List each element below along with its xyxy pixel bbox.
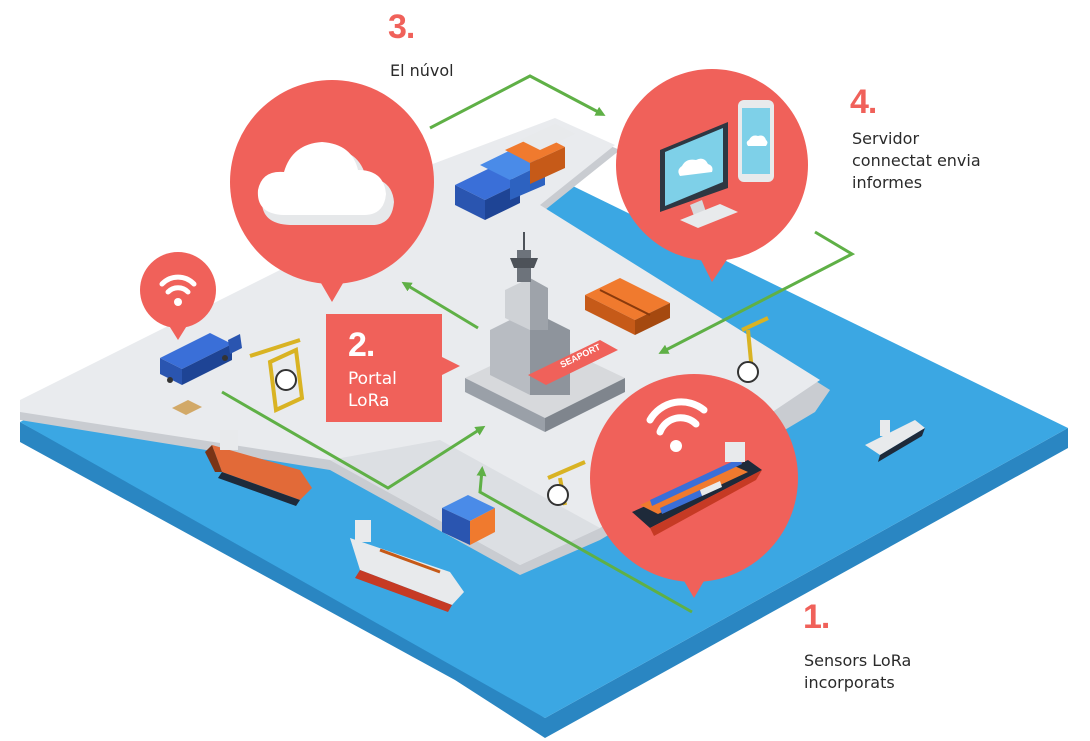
monitor-icon: [660, 122, 738, 228]
step-1-label-line2: incorporats: [804, 673, 895, 692]
portal-lora-card: 2. Portal LoRa: [326, 314, 442, 422]
arrow-sensor-to-gateway-2: [221, 390, 486, 490]
container-stack-right: [585, 278, 670, 335]
step-4-label-line2: connectat envia: [852, 151, 981, 170]
ship-icon-cargo: [350, 520, 464, 612]
callout-ship-sensor: [590, 374, 798, 598]
crane-icon-2: [737, 316, 769, 383]
phone-icon: [738, 100, 774, 182]
step-1-label-block: Sensors LoRa incorporats: [804, 650, 911, 694]
cloud-icon: [257, 142, 394, 226]
arrow-gateway-to-cloud: [401, 281, 479, 330]
step-4-label-block: Servidor connectat envia informes: [852, 128, 981, 194]
callout-truck-sensor: [140, 252, 216, 340]
ship-icon-small: [865, 420, 925, 462]
truck-icon: [160, 333, 242, 385]
wifi-icon-large: [646, 398, 708, 452]
callout-devices: [616, 69, 808, 282]
arrow-server-to-port: [658, 230, 856, 354]
portal-box: [326, 314, 442, 422]
arrow-cloud-to-server: [429, 74, 606, 130]
container-ship-icon: [632, 442, 762, 536]
pallet-icon: [172, 400, 202, 415]
callout-cloud: [230, 80, 434, 302]
step-2-label-line1: Portal: [348, 369, 397, 389]
step-4-label-line1: Servidor: [852, 129, 920, 148]
step-1-label-line1: Sensors LoRa: [804, 651, 912, 670]
step-3-label: El núvol: [390, 61, 454, 80]
arrow-sensor-to-gateway-1: [476, 466, 693, 614]
step-2-label-block: Portal LoRa: [348, 368, 397, 412]
portal-box-pointer: [440, 356, 460, 376]
step-4-label-line3: informes: [852, 173, 923, 192]
building-icon: SEAPORT: [465, 232, 625, 432]
ship-icon-tanker: [205, 430, 312, 506]
step-2-label-line2: LoRa: [348, 391, 390, 411]
container-stack-bottom: [442, 495, 495, 545]
container-stack-top: [455, 124, 575, 220]
crane-icon-3: [547, 460, 586, 506]
crane-icon: [249, 338, 305, 413]
step-3-number: 3.: [388, 8, 415, 46]
step-2-number: 2.: [348, 326, 375, 364]
step-4-number: 4.: [850, 83, 877, 121]
wifi-icon: [159, 274, 197, 306]
flow-arrows: [221, 74, 856, 614]
step-1-number: 1.: [803, 598, 830, 636]
